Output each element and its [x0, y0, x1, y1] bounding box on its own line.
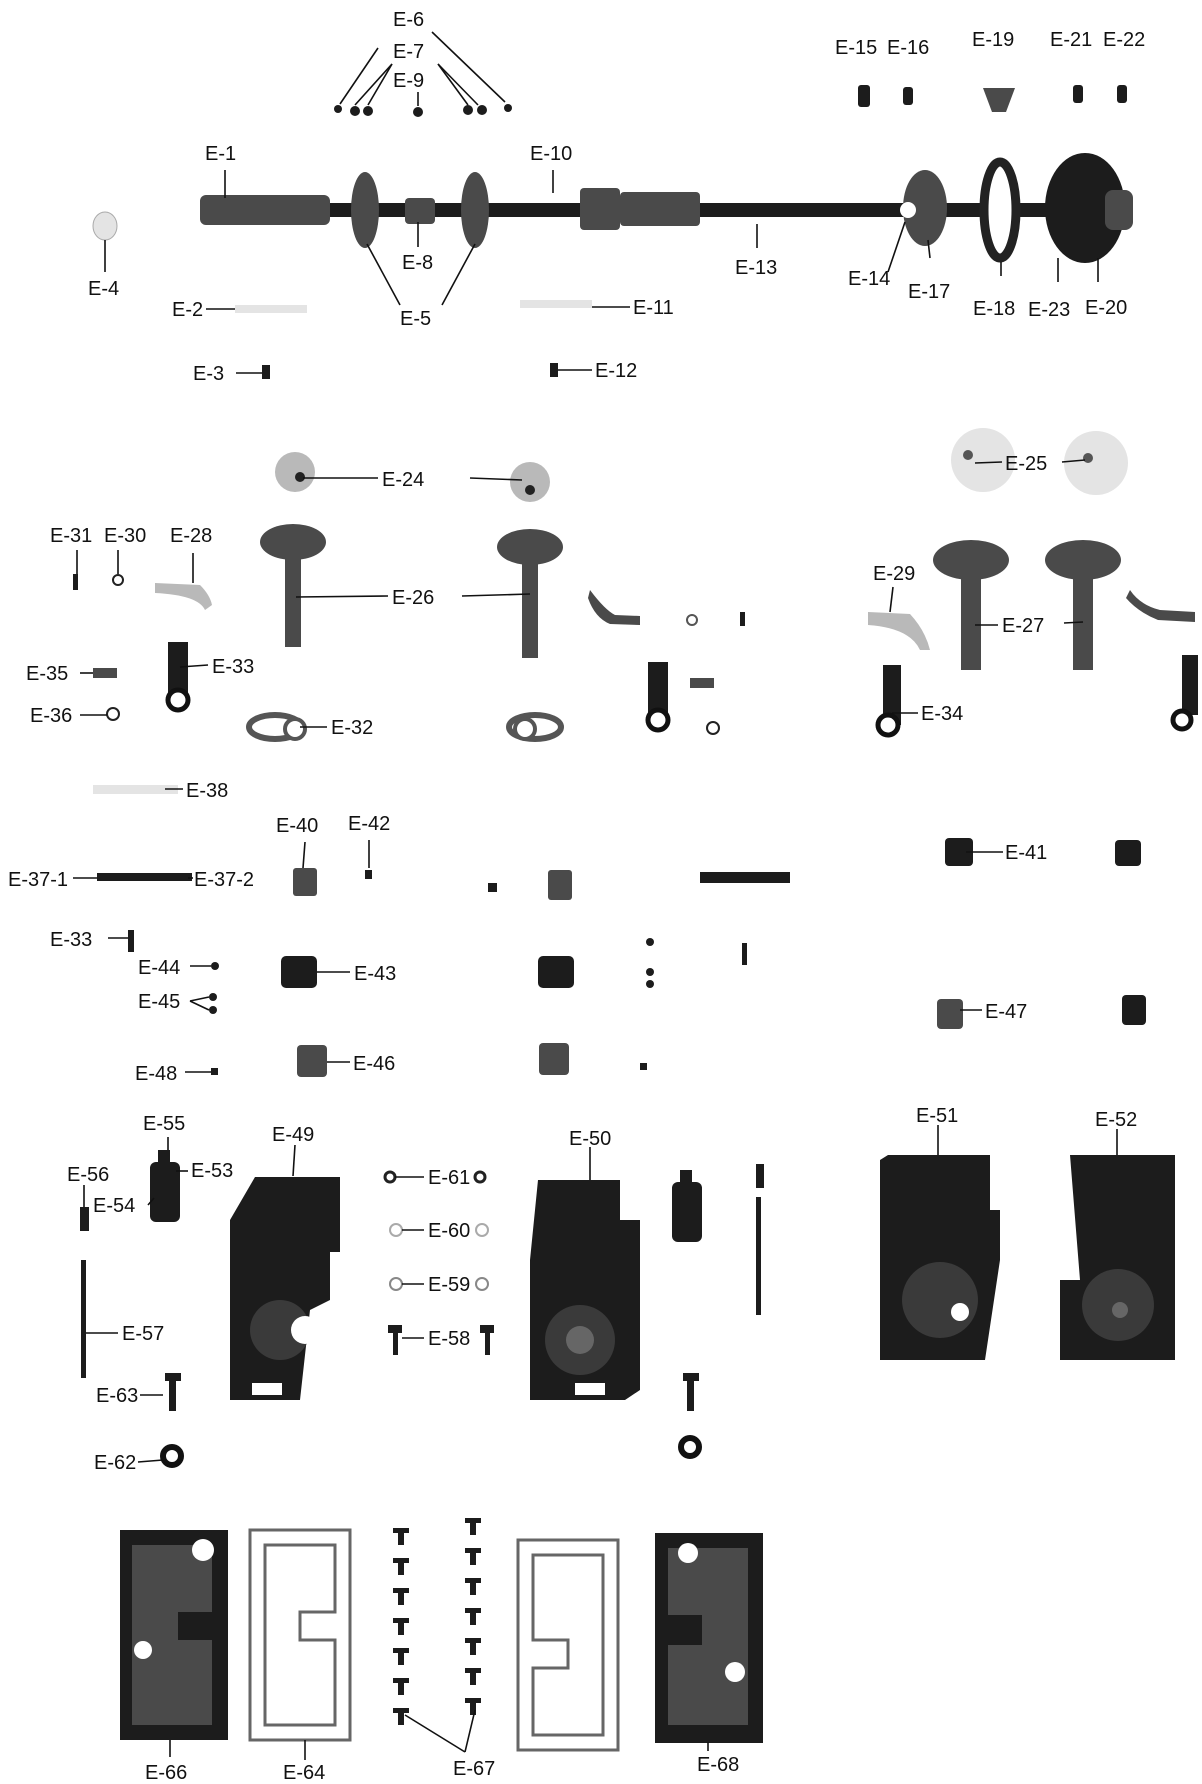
label-e63: E-63 [96, 1385, 138, 1407]
label-e18: E-18 [973, 298, 1015, 320]
label-e24: E-24 [382, 469, 424, 491]
label-e35: E-35 [26, 663, 68, 685]
label-e60: E-60 [428, 1220, 470, 1242]
label-e17: E-17 [908, 281, 950, 303]
label-e58: E-58 [428, 1328, 470, 1350]
label-e53: E-53 [191, 1160, 233, 1182]
label-e67: E-67 [453, 1758, 495, 1780]
housing-assembly [80, 1150, 1175, 1468]
label-e21: E-21 [1050, 29, 1092, 51]
label-e16: E-16 [887, 37, 929, 59]
label-e43: E-43 [354, 963, 396, 985]
label-e2: E-2 [172, 299, 203, 321]
label-e13: E-13 [735, 257, 777, 279]
label-e54: E-54 [93, 1195, 135, 1217]
label-e51: E-51 [916, 1105, 958, 1127]
label-e19: E-19 [972, 29, 1014, 51]
label-e28: E-28 [170, 525, 212, 547]
label-e37-2: E-37-2 [194, 869, 254, 891]
label-e59: E-59 [428, 1274, 470, 1296]
cover-leaders [169, 1709, 709, 1760]
label-e1: E-1 [205, 143, 236, 165]
label-e55: E-55 [143, 1113, 185, 1135]
label-e26: E-26 [392, 587, 434, 609]
label-e14: E-14 [848, 268, 890, 290]
label-e27: E-27 [1002, 615, 1044, 637]
label-e41: E-41 [1005, 842, 1047, 864]
label-e22: E-22 [1103, 29, 1145, 51]
label-e3: E-3 [193, 363, 224, 385]
label-e29: E-29 [873, 563, 915, 585]
housing-leaders [83, 1125, 1118, 1463]
label-e20: E-20 [1085, 297, 1127, 319]
label-e23: E-23 [1028, 299, 1070, 321]
label-e36: E-36 [30, 705, 72, 727]
label-e6: E-6 [393, 9, 424, 31]
main-shaft-leaders [104, 31, 1099, 374]
label-e62: E-62 [94, 1452, 136, 1474]
label-e31: E-31 [50, 525, 92, 547]
label-e42: E-42 [348, 813, 390, 835]
label-e10: E-10 [530, 143, 572, 165]
label-e9: E-9 [393, 70, 424, 92]
label-e33b: E-33 [50, 929, 92, 951]
label-e57: E-57 [122, 1323, 164, 1345]
label-e8: E-8 [402, 252, 433, 274]
label-e34: E-34 [921, 703, 963, 725]
label-e52: E-52 [1095, 1109, 1137, 1131]
label-e33: E-33 [212, 656, 254, 678]
label-e4: E-4 [88, 278, 119, 300]
label-e49: E-49 [272, 1124, 314, 1146]
label-e66: E-66 [145, 1762, 187, 1784]
bushing-assembly [93, 785, 1146, 1077]
label-e64: E-64 [283, 1762, 325, 1784]
label-e32: E-32 [331, 717, 373, 739]
label-e40: E-40 [276, 815, 318, 837]
label-e38: E-38 [186, 780, 228, 802]
hook-leaders [76, 459, 1086, 728]
label-e37-1: E-37-1 [8, 869, 68, 891]
label-e11: E-11 [633, 297, 674, 319]
label-e12: E-12 [595, 360, 637, 382]
label-e68: E-68 [697, 1754, 739, 1776]
label-e46: E-46 [353, 1053, 395, 1075]
label-e5: E-5 [400, 308, 431, 330]
label-e56: E-56 [67, 1164, 109, 1186]
label-e61: E-61 [428, 1167, 470, 1189]
label-e7: E-7 [393, 41, 424, 63]
label-e25: E-25 [1005, 453, 1047, 475]
label-e50: E-50 [569, 1128, 611, 1150]
bushing-leaders [73, 788, 1003, 1073]
label-e45: E-45 [138, 991, 180, 1013]
cover-plates [120, 1518, 763, 1752]
label-e30: E-30 [104, 525, 146, 547]
label-e48: E-48 [135, 1063, 177, 1085]
label-e44: E-44 [138, 957, 180, 979]
main-shaft-assembly [92, 85, 1133, 379]
label-e15: E-15 [835, 37, 877, 59]
hook-assembly [73, 428, 1198, 742]
label-e47: E-47 [985, 1001, 1027, 1023]
